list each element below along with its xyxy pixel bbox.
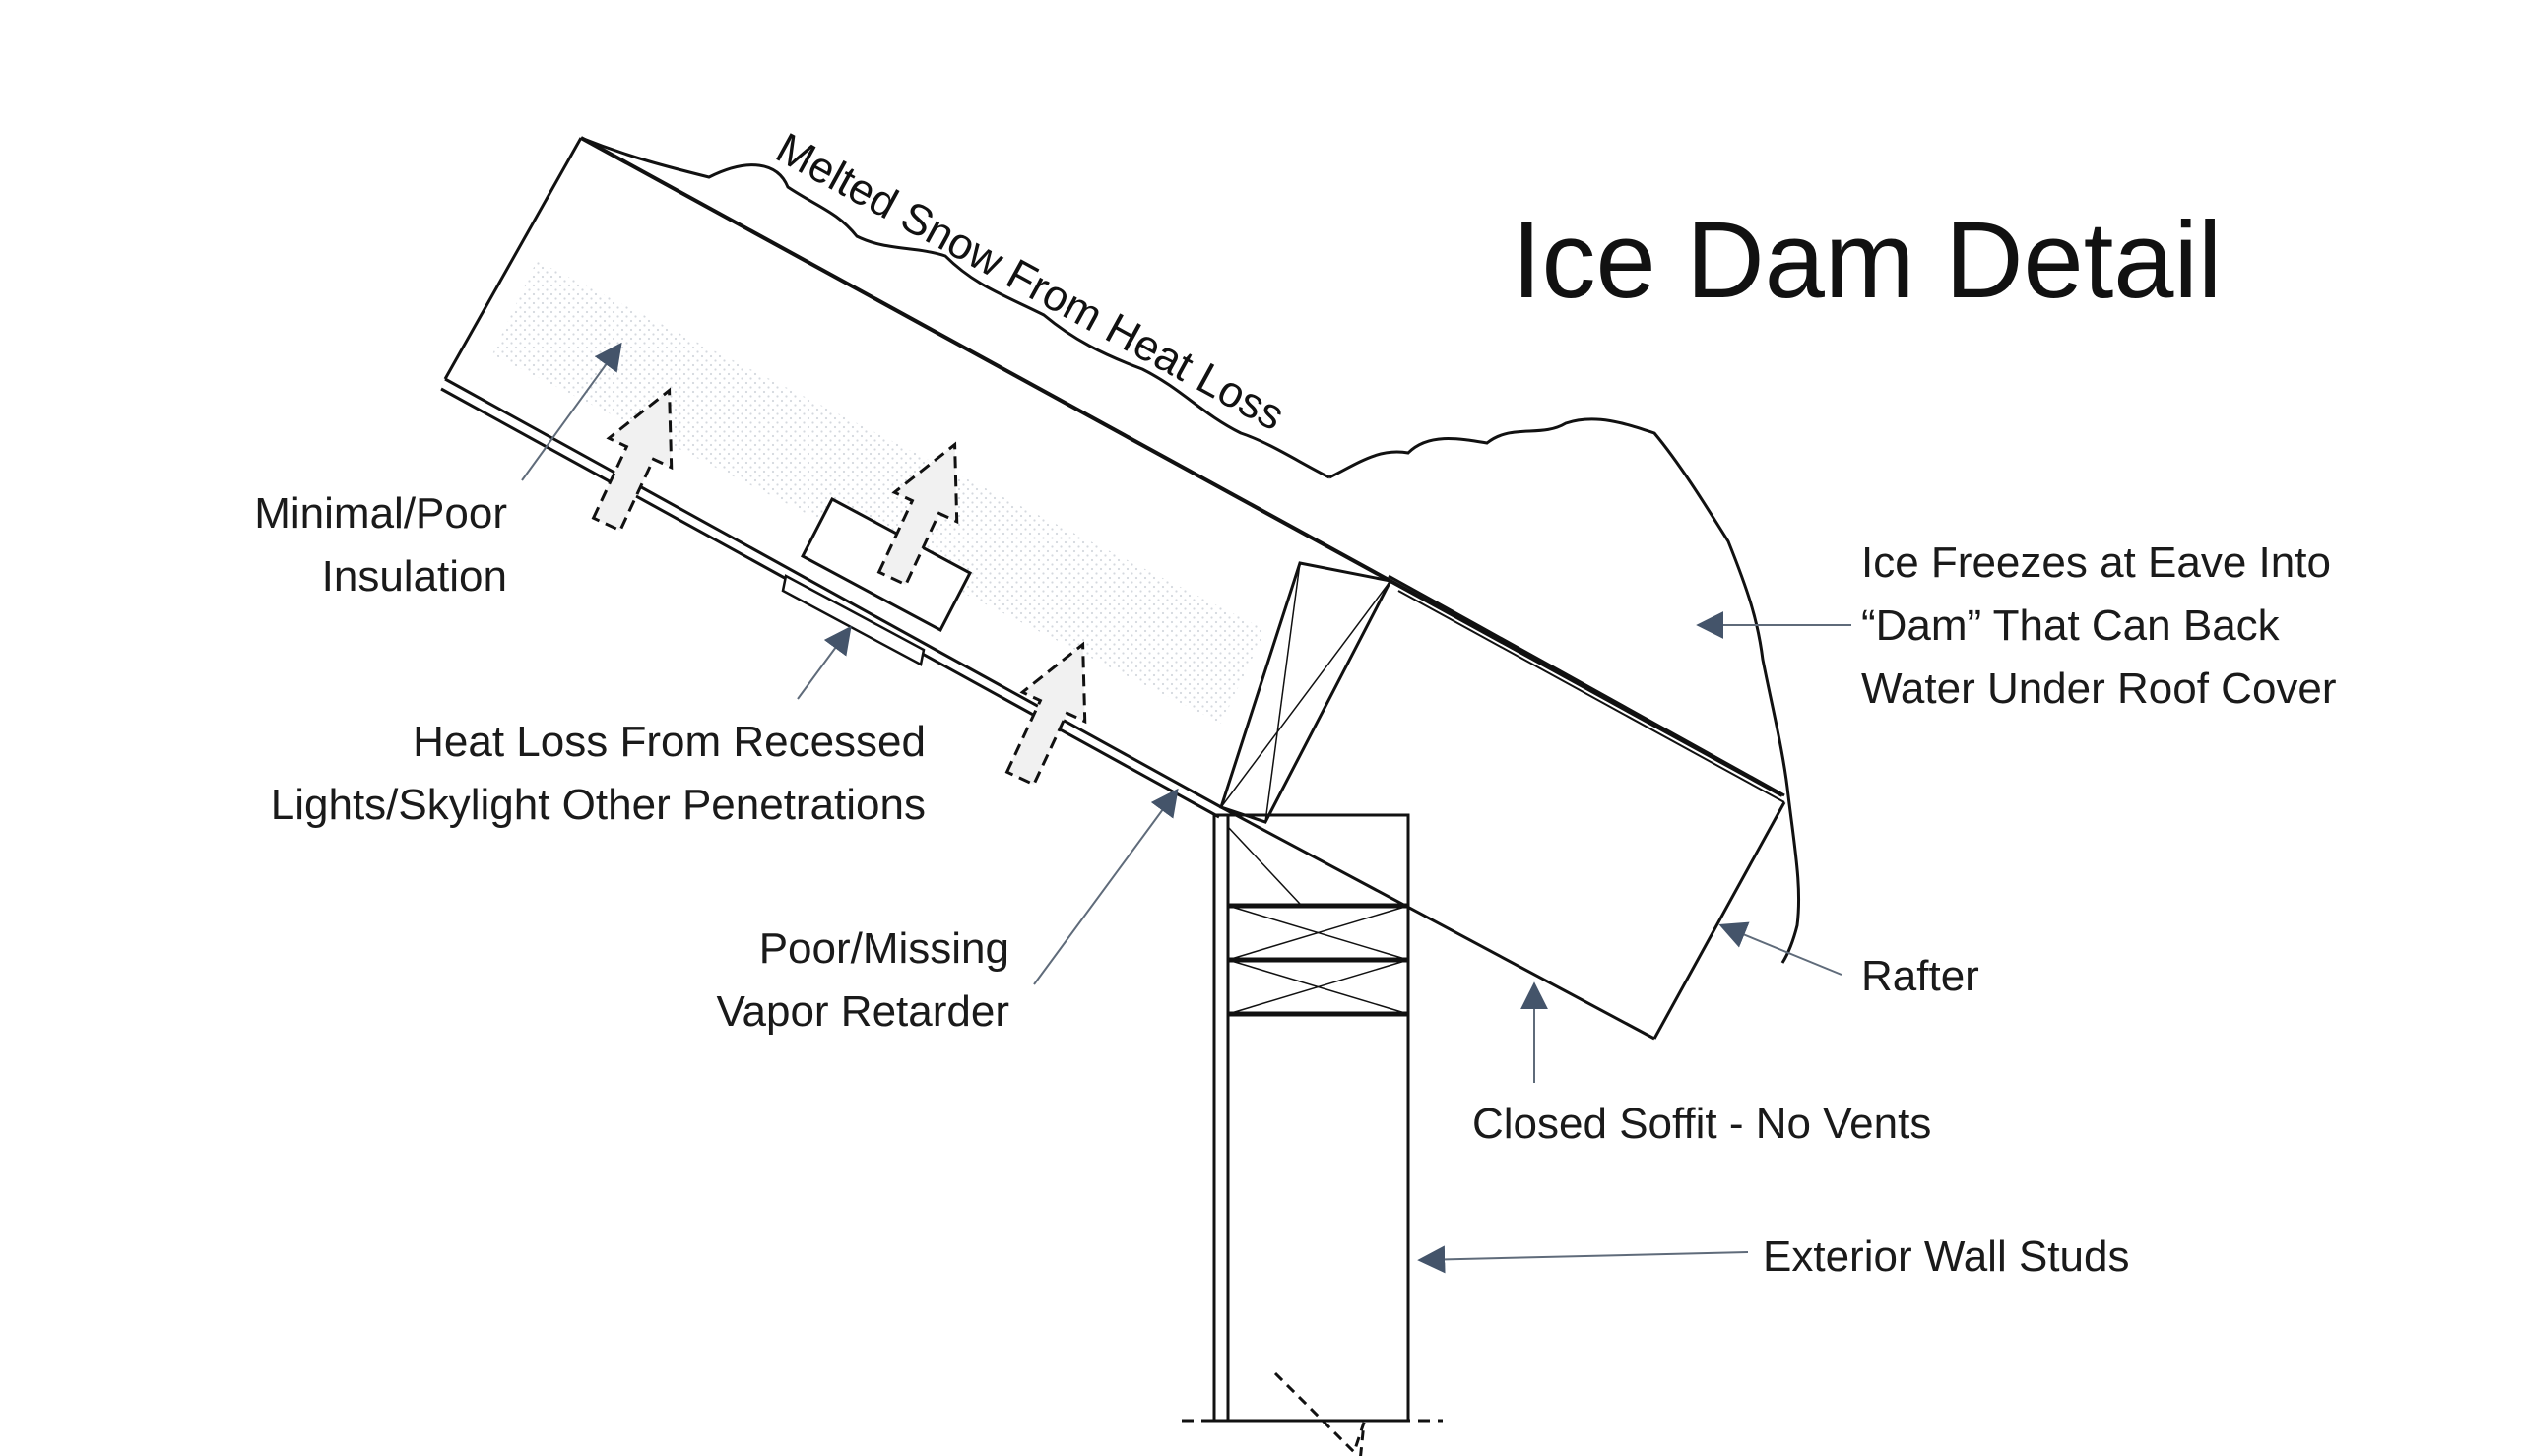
closed-soffit-text: Closed Soffit - No Vents bbox=[1472, 1100, 1932, 1148]
insulation-fill bbox=[492, 261, 1265, 724]
wall-top-diag bbox=[1227, 826, 1301, 905]
rafter-label: Rafter bbox=[1861, 945, 1979, 1008]
vapor-retarder-line1: Poor/Missing bbox=[758, 924, 1009, 973]
melted-snow-layer bbox=[580, 136, 1330, 479]
leader-vapor bbox=[1033, 788, 1179, 985]
roof-deck-under bbox=[1388, 574, 1785, 797]
ceiling-line bbox=[444, 377, 1222, 809]
wall-studs bbox=[1226, 813, 1410, 1423]
vapor-retarder-line2: Vapor Retarder bbox=[716, 987, 1009, 1036]
wall-sheathing bbox=[1212, 813, 1230, 1423]
ice-freezes-label: Ice Freezes at Eave Into “Dam” That Can … bbox=[1861, 532, 2337, 721]
rafter-text: Rafter bbox=[1861, 952, 1979, 1000]
roof-deck-under2 bbox=[1397, 590, 1785, 803]
heat-arrow-3 bbox=[1004, 641, 1087, 787]
rafter-left-end bbox=[443, 137, 583, 380]
diagram-title: Ice Dam Detail bbox=[1512, 200, 2223, 321]
closed-soffit-label: Closed Soffit - No Vents bbox=[1472, 1093, 1931, 1156]
break-symbol bbox=[1273, 1371, 1366, 1456]
ice-dam bbox=[1328, 417, 1801, 964]
roof-deck-top bbox=[580, 136, 1783, 797]
ice-freezes-line2: “Dam” That Can Back bbox=[1861, 601, 2280, 650]
heat-arrow-2 bbox=[876, 441, 959, 587]
heat-loss-label: Heat Loss From Recessed Lights/Skylight … bbox=[177, 711, 926, 837]
heat-loss-line2: Lights/Skylight Other Penetrations bbox=[270, 781, 926, 829]
blocking-x1 bbox=[1264, 562, 1301, 823]
wall-studs-text: Exterior Wall Studs bbox=[1763, 1233, 2130, 1281]
vapor-retarder-label: Poor/Missing Vapor Retarder bbox=[630, 918, 1009, 1044]
leader-insulation bbox=[521, 342, 622, 481]
wall-studs-label: Exterior Wall Studs bbox=[1763, 1226, 2129, 1289]
heat-loss-line1: Heat Loss From Recessed bbox=[413, 718, 926, 766]
blocking bbox=[1219, 561, 1393, 824]
recessed-light-trim bbox=[781, 574, 926, 666]
leader-heat-loss bbox=[797, 625, 852, 700]
leader-studs bbox=[1417, 1245, 1749, 1274]
minimal-insulation-line1: Minimal/Poor bbox=[254, 489, 507, 538]
plate-x2 bbox=[1227, 905, 1409, 961]
minimal-insulation-line2: Insulation bbox=[321, 552, 507, 601]
heat-arrow-1 bbox=[591, 387, 674, 533]
blocking-x2 bbox=[1220, 580, 1391, 808]
rafter-tail-bottom bbox=[1220, 805, 1655, 1041]
leader-rafter bbox=[1718, 921, 1842, 976]
ice-freezes-line3: Water Under Roof Cover bbox=[1861, 665, 2337, 713]
minimal-insulation-label: Minimal/Poor Insulation bbox=[197, 482, 507, 608]
ice-freezes-line1: Ice Freezes at Eave Into bbox=[1861, 538, 2331, 587]
rafter-tail-end bbox=[1652, 801, 1786, 1040]
plate-x4 bbox=[1227, 959, 1409, 1015]
